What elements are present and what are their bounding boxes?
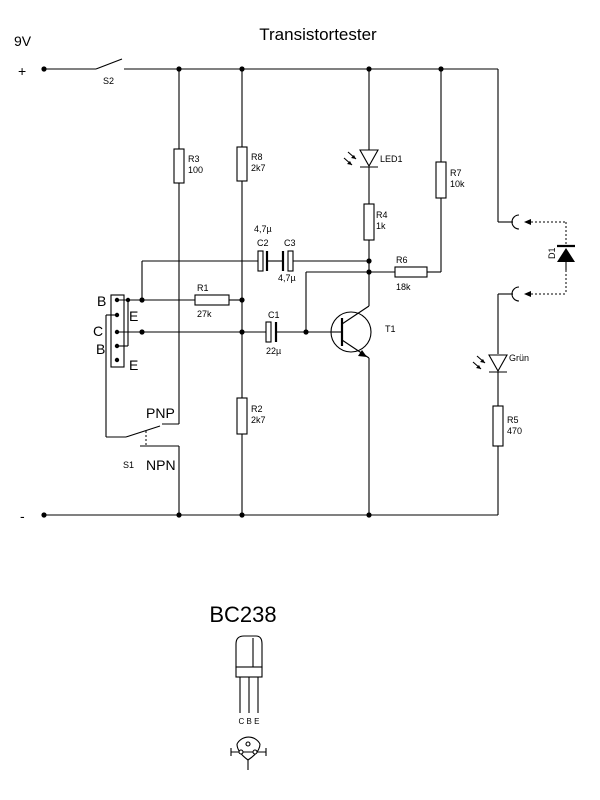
- resistor-r2: [236, 397, 248, 515]
- r1-value: 27k: [197, 309, 212, 319]
- s1-label: S1: [123, 460, 134, 470]
- transistor-socket: [105, 261, 145, 438]
- c1-value: 22µ: [266, 346, 281, 356]
- d1-name: D1: [547, 247, 557, 259]
- r7-value: 10k: [450, 179, 465, 189]
- r3-value: 100: [188, 165, 203, 175]
- socket-pin-4-label: B: [96, 341, 105, 357]
- led-green-name: Grün: [509, 353, 529, 363]
- resistor-r1: [142, 294, 242, 306]
- resistor-r5: [492, 405, 504, 447]
- r3-name: R3: [188, 154, 200, 164]
- package-title: BC238: [209, 602, 276, 627]
- npn-label: NPN: [146, 457, 176, 473]
- supply-plus-label: +: [18, 63, 26, 79]
- socket-pin-3-label: C: [93, 323, 103, 339]
- selector-switch-s1: [125, 423, 180, 515]
- socket-pin-1-label: B: [97, 293, 106, 309]
- diagram-title: Transistortester: [259, 25, 377, 44]
- t1-name: T1: [385, 324, 396, 334]
- resistor-r3: [173, 69, 185, 424]
- bc238-bottom-view-icon: [230, 736, 267, 770]
- r5-name: R5: [507, 415, 519, 425]
- transistor-t1-icon: [330, 305, 372, 515]
- r2-name: R2: [251, 404, 263, 414]
- c2-value: 4,7µ: [254, 224, 272, 234]
- package-pins-label: C B E: [239, 717, 260, 726]
- r5-value: 470: [507, 426, 522, 436]
- r8-name: R8: [251, 152, 263, 162]
- positive-rail: [41, 58, 499, 222]
- r6-name: R6: [396, 255, 408, 265]
- resistor-r8: [236, 69, 248, 398]
- r1-name: R1: [197, 283, 209, 293]
- diode-test-jacks: [497, 214, 567, 354]
- r4-name: R4: [376, 210, 388, 220]
- supply-minus-label: -: [20, 508, 25, 524]
- pnp-label: PNP: [146, 405, 175, 421]
- c3-name: C3: [284, 238, 296, 248]
- resistor-r4: [363, 203, 375, 306]
- r2-value: 2k7: [251, 415, 266, 425]
- socket-pin-2-label: E: [129, 308, 138, 324]
- socket-pin-5-label: E: [129, 357, 138, 373]
- r4-value: 1k: [376, 221, 386, 231]
- capacitor-c1: [142, 321, 332, 343]
- c2-name: C2: [257, 238, 269, 248]
- negative-rail: [41, 446, 499, 518]
- capacitors-c2-c3: [142, 250, 369, 272]
- led-green-icon: [472, 354, 508, 406]
- r7-name: R7: [450, 168, 462, 178]
- supply-voltage-label: 9V: [14, 33, 32, 49]
- c1-name: C1: [268, 310, 280, 320]
- resistor-r6: [303, 266, 441, 335]
- resistor-r7: [435, 69, 447, 272]
- s2-label: S2: [103, 76, 114, 86]
- bc238-package-icon: [235, 635, 263, 713]
- r6-value: 18k: [396, 282, 411, 292]
- c3-value: 4,7µ: [278, 273, 296, 283]
- r8-value: 2k7: [251, 163, 266, 173]
- led1-name: LED1: [380, 154, 403, 164]
- led1-icon: [343, 69, 379, 204]
- diode-d1-icon: [557, 244, 575, 270]
